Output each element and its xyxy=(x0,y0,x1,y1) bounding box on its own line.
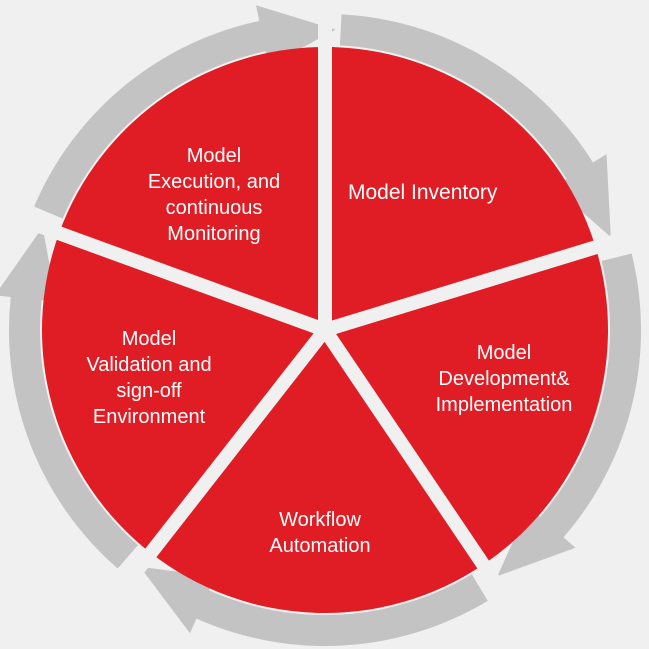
label-line: Environment xyxy=(92,406,206,428)
label-line: sign-off xyxy=(116,380,182,402)
segment-model-validation xyxy=(42,233,325,554)
segment-dividers xyxy=(19,7,636,602)
label-line: Model xyxy=(476,342,532,364)
segment-model-development xyxy=(325,247,608,562)
label-line: Validation and xyxy=(86,354,212,376)
cycle-arrow-model-inventory xyxy=(339,14,611,238)
segment-model-execution xyxy=(59,47,335,331)
segment-model-inventory xyxy=(325,47,595,330)
center-hub xyxy=(318,323,332,337)
divider-line xyxy=(19,212,328,337)
cycle-arrows xyxy=(0,5,641,646)
label-line: Model Inventory xyxy=(348,181,498,204)
segment-label-model-execution: Model Execution, and continuous Monitori… xyxy=(124,143,304,247)
label-line: Model xyxy=(121,328,177,350)
divider-line xyxy=(120,325,331,589)
segment-label-model-validation: Model Validation and sign-off Environmen… xyxy=(64,326,234,430)
cycle-arrow-model-development xyxy=(497,253,641,577)
divider-line xyxy=(322,228,636,337)
segment-label-model-inventory: Model Inventory xyxy=(348,180,528,206)
cycle-arrow-model-execution xyxy=(34,5,336,219)
label-line: Model xyxy=(186,145,242,167)
segment-label-model-development: Model Development& Implementation xyxy=(414,340,594,418)
label-line: Monitoring xyxy=(167,223,261,245)
label-line: Automation xyxy=(269,534,371,557)
cycle-arrow-model-validation xyxy=(0,227,139,569)
segment-label-workflow-automation: Workflow Automation xyxy=(240,508,400,559)
label-line: Workflow xyxy=(279,509,361,531)
divider-line xyxy=(319,326,512,602)
cycle-segments xyxy=(42,47,608,613)
cycle-arrow-workflow-automation xyxy=(139,566,488,646)
label-line: continuous xyxy=(165,197,263,219)
segment-workflow-automation xyxy=(150,330,484,613)
label-line: Implementation xyxy=(435,394,573,416)
label-line: Development& xyxy=(438,368,570,390)
label-line: Execution, and xyxy=(147,171,281,193)
